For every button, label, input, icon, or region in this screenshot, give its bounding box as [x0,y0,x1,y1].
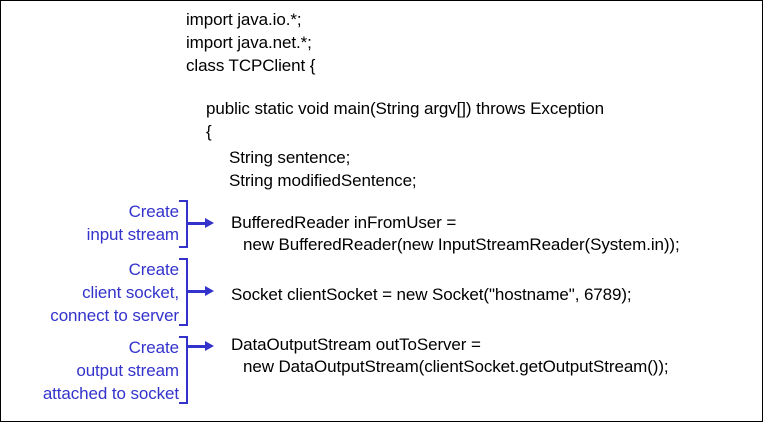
arrow-head [205,341,214,351]
code-line: Socket clientSocket = new Socket("hostna… [231,285,632,304]
code-line: import java.io.*; [186,10,302,29]
code-line: import java.net.*; [186,33,312,52]
arrow-shaft [188,222,206,225]
arrow-shaft [188,345,206,348]
code-line: DataOutputStream outToServer = [231,335,481,354]
code-line: BufferedReader inFromUser = [231,213,457,232]
annotation-label-line: Create [128,260,180,279]
code-line: { [206,122,212,141]
arrow-right-icon [188,286,214,297]
code-line: String modifiedSentence; [229,171,417,190]
arrow-right-icon [188,218,214,229]
arrow-right-icon [188,341,214,352]
code-line: class TCPClient { [186,56,316,75]
annotation-label-line: input stream [86,225,179,244]
annotation-label-create-output-stream: Create output stream attached to socket [43,336,179,405]
annotation-label-line: Create [128,202,180,221]
annotation-label-line: attached to socket [42,384,179,403]
brace-bracket-icon [179,258,188,326]
annotation-label-create-client-socket: Create client socket, connect to server [50,258,179,327]
code-line: new BufferedReader(new InputStreamReader… [243,235,680,254]
brace-bracket-icon [179,200,188,248]
annotation-label-create-input-stream: Create input stream [87,200,179,246]
code-line: new DataOutputStream(clientSocket.getOut… [243,357,669,376]
annotation-label-line: Create [128,338,180,357]
arrow-head [205,218,214,228]
arrow-shaft [188,290,206,293]
arrow-head [205,286,214,296]
annotation-label-line: client socket, [82,283,179,302]
annotation-label-line: connect to server [50,306,179,325]
brace-bracket-icon [179,336,188,404]
code-line: public static void main(String argv[]) t… [206,99,604,118]
code-line: String sentence; [229,148,351,167]
annotation-label-line: output stream [76,361,179,380]
